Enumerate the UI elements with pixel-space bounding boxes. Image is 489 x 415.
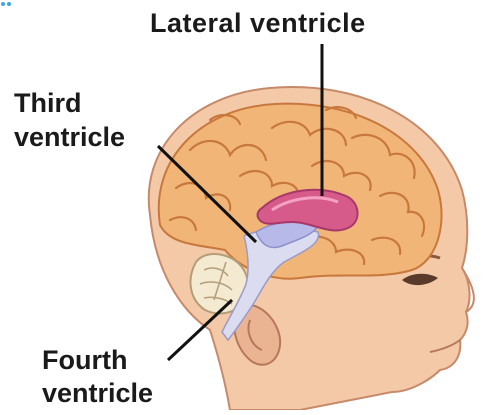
label-third-line1: Third [14, 86, 125, 120]
label-fourth-ventricle: Fourth ventricle [42, 344, 153, 410]
corner-dots [1, 2, 11, 6]
label-third-ventricle: Third ventricle [14, 86, 125, 154]
label-fourth-line1: Fourth [42, 344, 153, 377]
label-fourth-line2: ventricle [42, 377, 153, 410]
label-third-line2: ventricle [14, 120, 125, 154]
label-lateral-ventricle: Lateral ventricle [150, 10, 366, 37]
